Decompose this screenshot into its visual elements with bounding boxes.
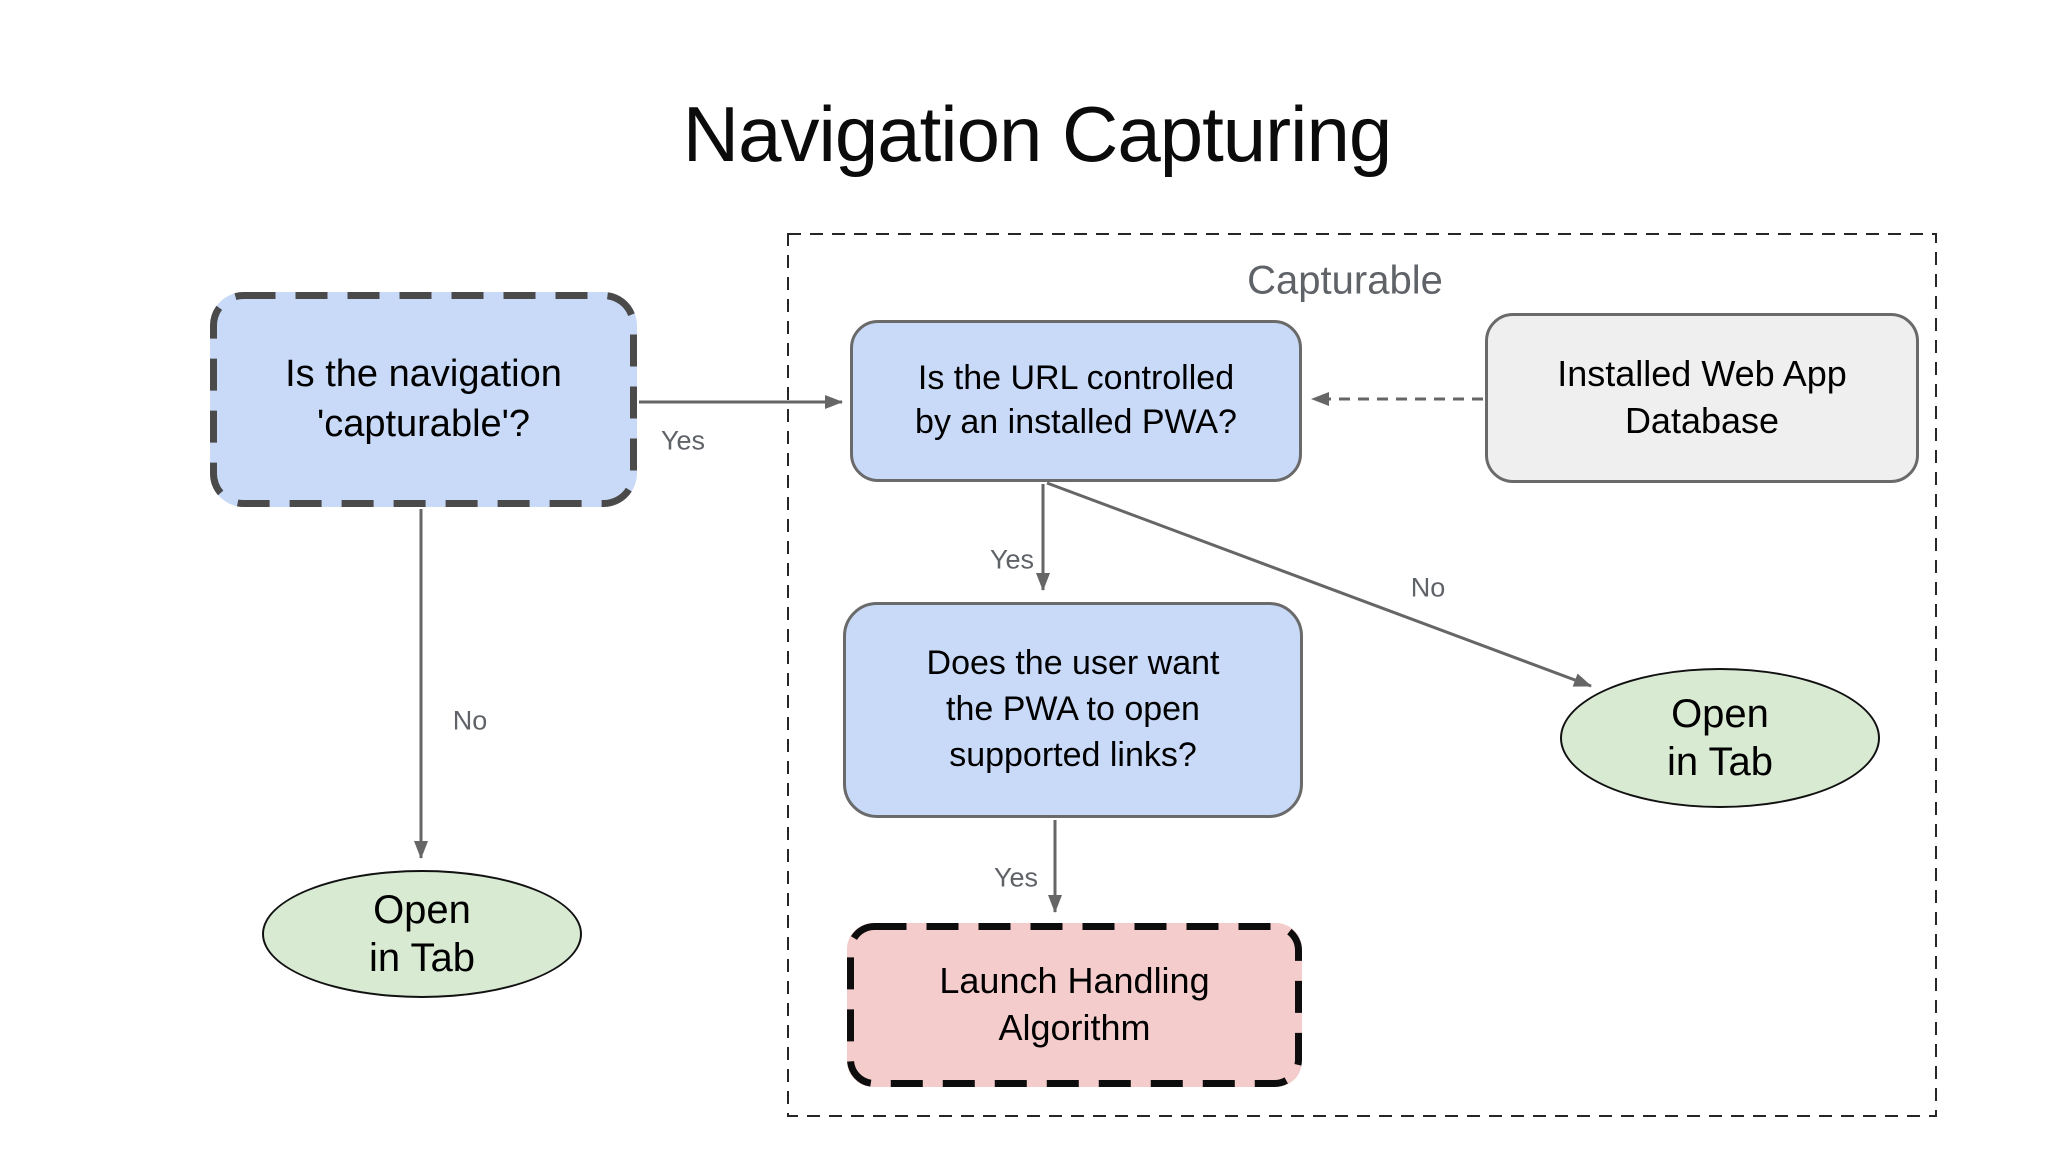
node-text-line: Open xyxy=(373,888,471,932)
node-text-line: Does the user want xyxy=(926,644,1220,683)
node-text-line: in Tab xyxy=(1666,740,1773,784)
edge-label-pwa-controlled-no: No xyxy=(1410,572,1446,603)
edge-label-supported-links-yes: Yes xyxy=(993,862,1039,893)
node-text-line: Algorithm xyxy=(998,1007,1151,1048)
node-text-line: by an installed PWA? xyxy=(915,403,1237,441)
node-open-in-tab-right: Open in Tab xyxy=(1560,668,1880,808)
node-text-line: the PWA to open xyxy=(946,690,1200,729)
node-text-line: Installed Web App xyxy=(1557,353,1847,395)
edge-label-capturable-yes: Yes xyxy=(660,425,706,456)
capturable-group-label: Capturable xyxy=(1247,258,1443,303)
node-text-line: supported links? xyxy=(949,735,1197,774)
node-text-line: Launch Handling xyxy=(939,960,1210,1002)
node-installed-web-app-database: Installed Web App Database xyxy=(1485,313,1919,483)
node-text-line: Is the URL controlled xyxy=(917,359,1235,398)
node-text-line: 'capturable'? xyxy=(316,402,531,445)
node-text-line: Database xyxy=(1624,400,1780,441)
node-is-url-controlled-by-pwa: Is the URL controlled by an installed PW… xyxy=(850,320,1302,482)
node-launch-handling-algorithm: Launch Handling Algorithm xyxy=(847,923,1302,1087)
node-does-user-want-pwa-open-links: Does the user want the PWA to open suppo… xyxy=(843,602,1303,818)
node-text-line: in Tab xyxy=(368,936,475,980)
node-text-line: Open xyxy=(1671,692,1769,736)
diagram-title: Navigation Capturing xyxy=(682,90,1392,178)
edge-label-capturable-no: No xyxy=(452,705,488,736)
edge-label-pwa-controlled-yes: Yes xyxy=(989,544,1035,575)
node-open-in-tab-left: Open in Tab xyxy=(262,870,582,998)
node-text-line: Is the navigation xyxy=(285,353,562,396)
node-is-navigation-capturable: Is the navigation 'capturable'? xyxy=(210,292,637,507)
